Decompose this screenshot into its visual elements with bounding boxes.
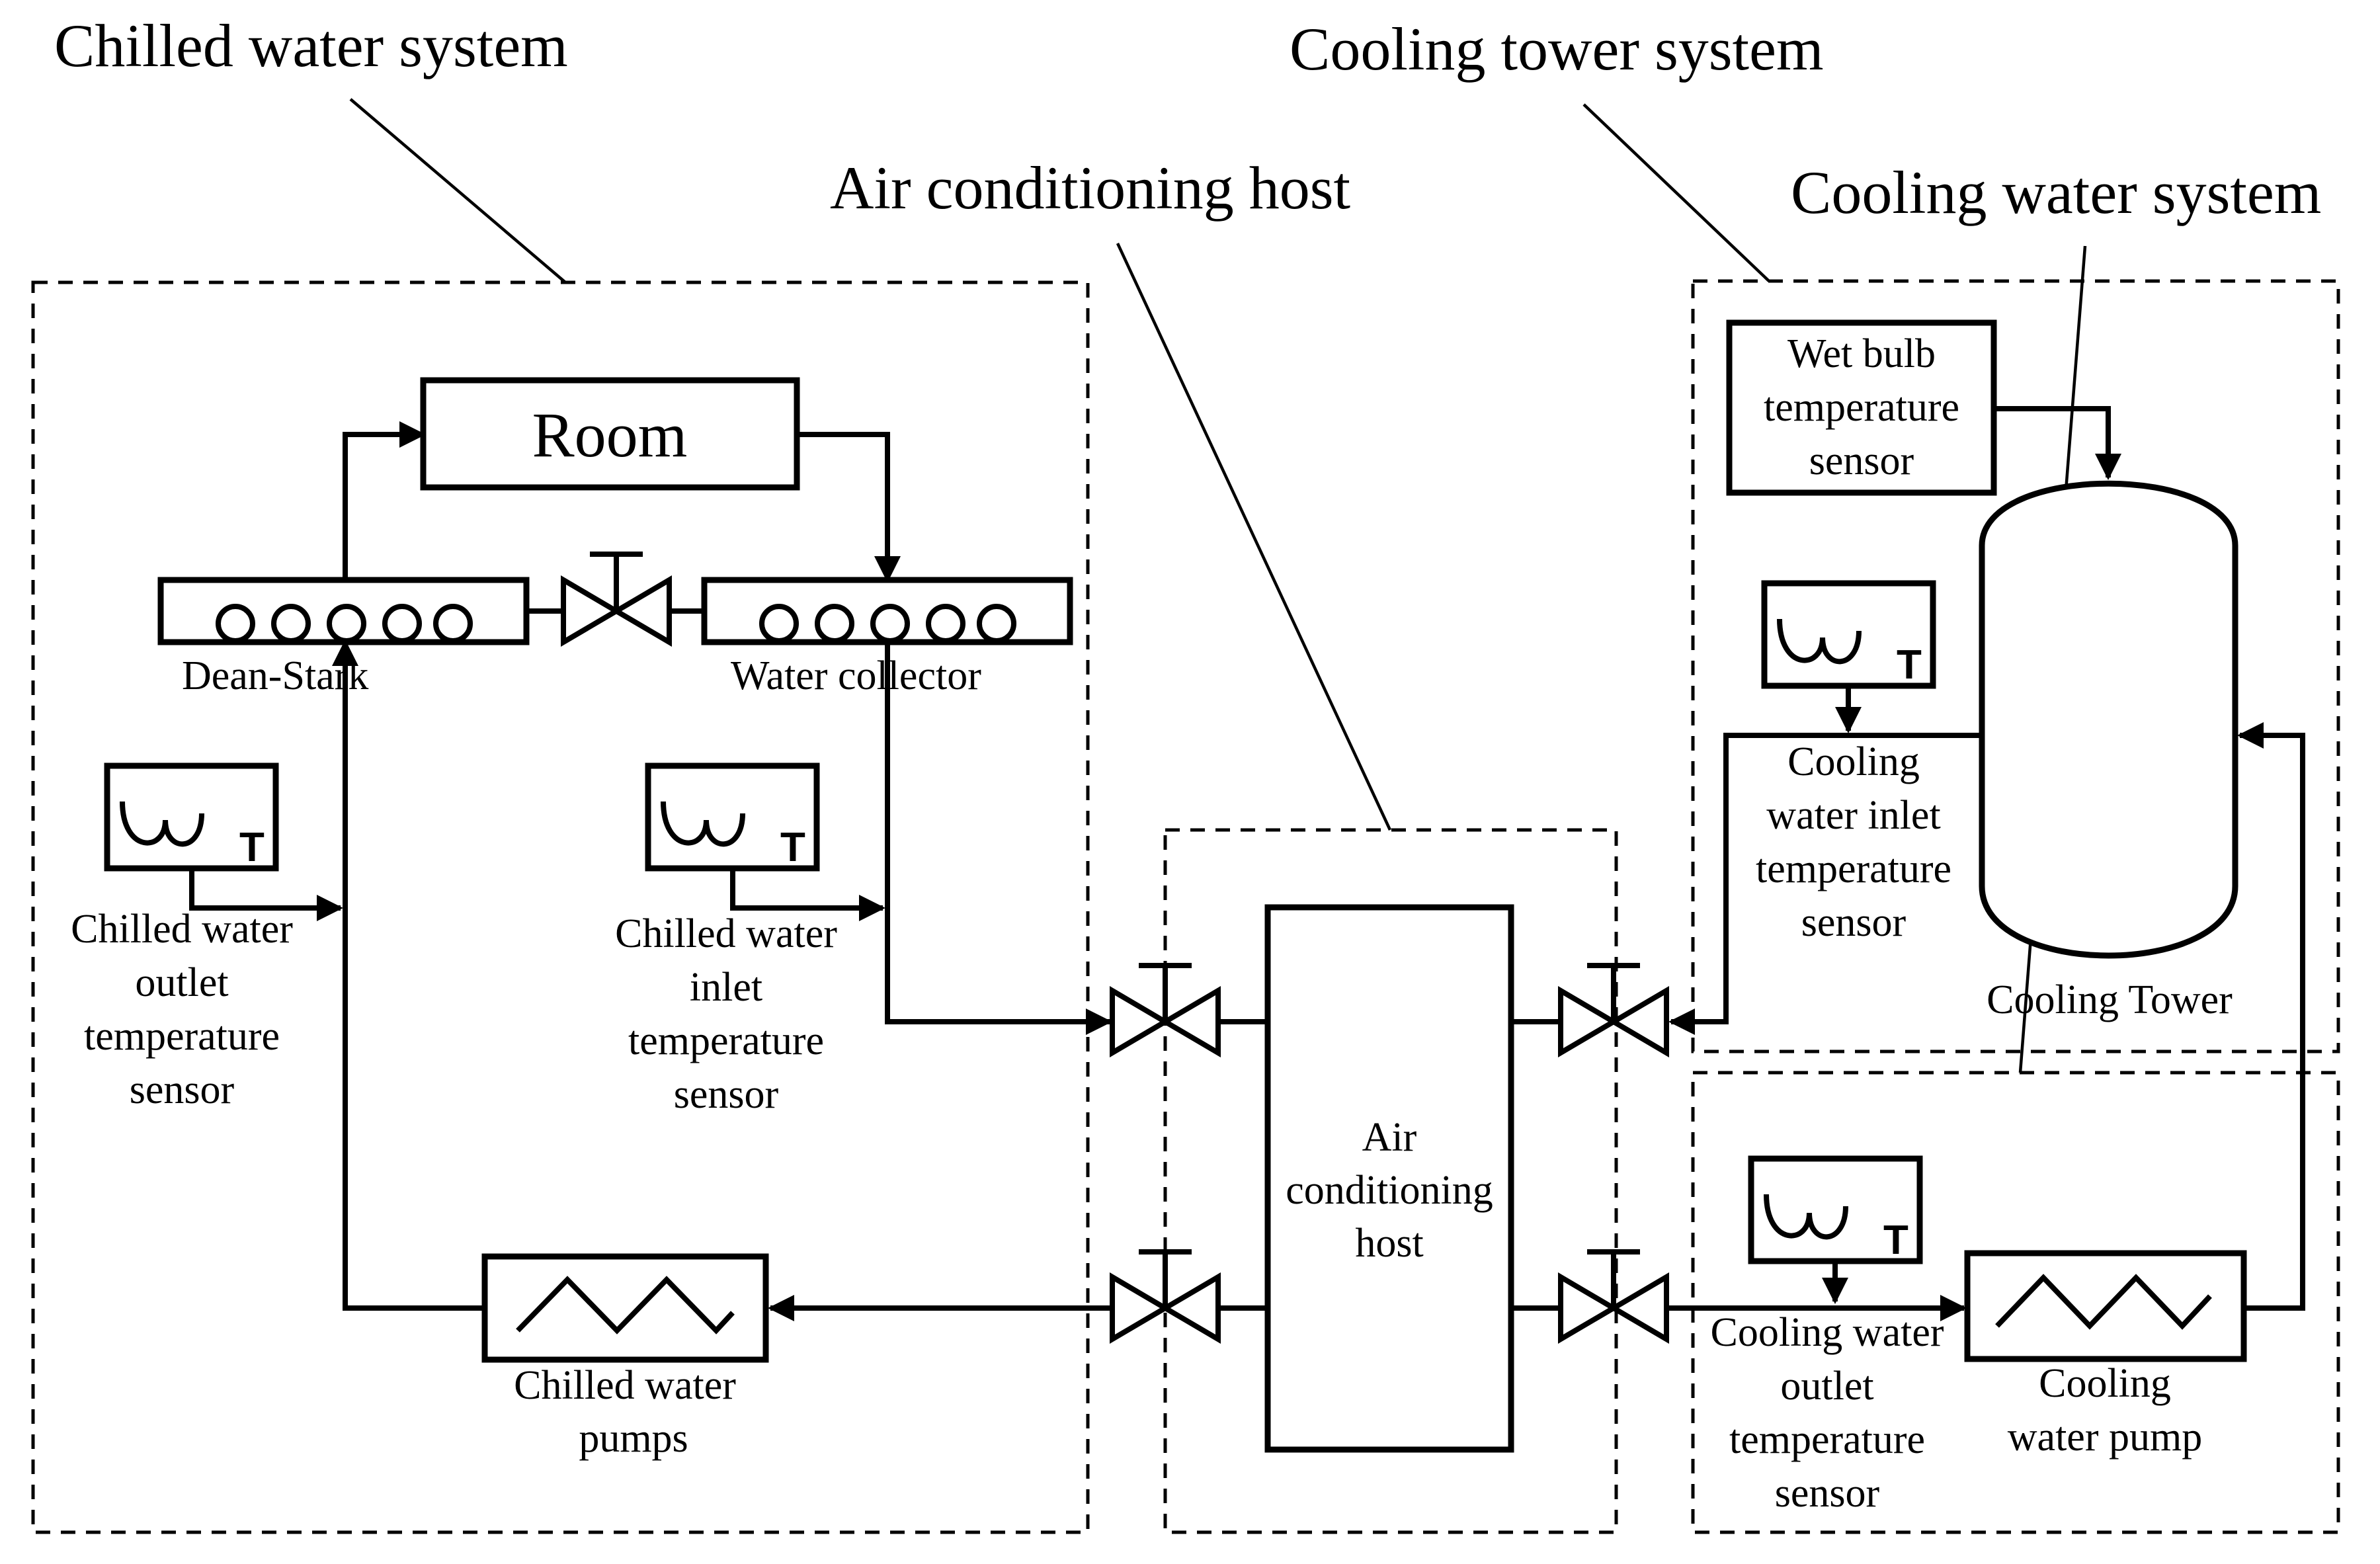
cooling-tower-label: Cooling Tower	[1987, 977, 2233, 1022]
dean-stark-coils	[216, 604, 473, 643]
chilled-water-pumps-label-2: pumps	[579, 1416, 688, 1461]
pipe-cooling-pump-to-tower	[2237, 722, 2305, 1311]
water-collector-label: Water collector	[731, 653, 981, 698]
chilled-water-system-title: Chilled water system	[54, 12, 568, 79]
pipe-chilled-pumps-to-distributor	[332, 639, 485, 1311]
pipe-collector-to-host	[885, 642, 1112, 1035]
wet-bulb-to-tower-line	[1994, 406, 2121, 480]
svg-text:temperature: temperature	[1756, 846, 1951, 891]
cooling-inlet-sensor-t: T	[1897, 642, 1922, 688]
bypass-valve	[526, 552, 704, 647]
air-conditioning-host-box	[1264, 904, 1514, 1453]
host-chilled-inlet-valve	[1110, 963, 1268, 1057]
host-chilled-outlet-valve	[1110, 1249, 1268, 1344]
cooling-inlet-sensor-label: Cooling water inlet temperature sensor	[1756, 739, 1951, 945]
cooling-inlet-sensor: T	[1761, 580, 1936, 733]
cooling-outlet-sensor-label: Cooling water outlet temperature sensor	[1711, 1310, 1944, 1516]
host-label-1: Air	[1362, 1115, 1417, 1160]
cooling-water-pump-label-2: water pump	[2008, 1415, 2202, 1460]
svg-text:sensor: sensor	[674, 1072, 779, 1117]
wet-bulb-sensor-box	[1726, 319, 1997, 496]
chilled-water-system-leader	[349, 98, 567, 284]
chilled-inlet-sensor: T	[645, 762, 885, 921]
cooling-tower-body	[1979, 480, 2238, 959]
svg-text:sensor: sensor	[1801, 900, 1907, 945]
svg-text:Cooling water: Cooling water	[1711, 1310, 1944, 1355]
svg-text:Chilled water: Chilled water	[71, 907, 293, 952]
chilled-inlet-sensor-t: T	[780, 825, 805, 870]
host-cooling-inlet-valve	[1511, 963, 1669, 1057]
svg-text:Chilled water: Chilled water	[615, 911, 837, 956]
svg-text:temperature: temperature	[84, 1014, 280, 1059]
air-conditioning-host-leader	[1116, 243, 1392, 831]
water-collector-box	[701, 577, 1073, 645]
dean-stark-box	[157, 577, 530, 645]
cooling-outlet-sensor: T	[1748, 1155, 1923, 1304]
chilled-outlet-sensor-label: Chilled water outlet temperature sensor	[71, 907, 293, 1112]
cooling-water-pump-label-1: Cooling	[2039, 1361, 2171, 1406]
dean-stark-label: Dean-Stark	[182, 653, 368, 698]
cooling-water-pump-zigzag	[1995, 1274, 2212, 1330]
svg-text:temperature: temperature	[1729, 1417, 1925, 1462]
chilled-water-pumps-box	[481, 1253, 769, 1363]
host-label-3: host	[1355, 1221, 1423, 1266]
svg-text:temperature: temperature	[1764, 385, 1959, 430]
svg-text:temperature: temperature	[628, 1018, 824, 1063]
chilled-water-system-boundary	[31, 280, 1090, 1534]
room-label: Room	[532, 399, 688, 470]
wet-bulb-sensor-label: Wet bulb temperature sensor	[1764, 331, 1959, 483]
cooling-tower-system-leader	[1582, 103, 1770, 282]
water-collector-coils	[759, 604, 1016, 643]
cooling-tower-system-title: Cooling tower system	[1290, 15, 1824, 83]
chilled-inlet-sensor-label: Chilled water inlet temperature sensor	[615, 911, 837, 1117]
pipe-room-to-collector	[797, 432, 901, 583]
chilled-water-pumps-label-1: Chilled water	[514, 1363, 736, 1408]
svg-text:sensor: sensor	[1809, 438, 1914, 483]
air-conditioning-host-title: Air conditioning host	[830, 154, 1351, 222]
svg-text:sensor: sensor	[1775, 1471, 1880, 1516]
cooling-water-system-title: Cooling water system	[1791, 159, 2321, 226]
chilled-water-pumps-zigzag	[516, 1276, 735, 1335]
svg-text:inlet: inlet	[690, 965, 762, 1010]
svg-text:Wet bulb: Wet bulb	[1787, 331, 1936, 376]
pipe-tower-to-host	[1668, 733, 1982, 1035]
host-label-2: conditioning	[1286, 1168, 1493, 1213]
cooling-tower-system-boundary	[1691, 279, 2340, 1053]
pipe-distributor-to-room	[343, 421, 426, 580]
host-cooling-outlet-valve	[1511, 1249, 1669, 1344]
svg-text:sensor: sensor	[130, 1067, 235, 1112]
svg-text:outlet: outlet	[1780, 1364, 1873, 1409]
chilled-outlet-sensor-t: T	[239, 825, 265, 870]
cooling-outlet-sensor-t: T	[1883, 1217, 1908, 1263]
svg-text:Cooling: Cooling	[1787, 739, 1920, 784]
chilled-outlet-sensor: T	[104, 762, 343, 921]
svg-text:water inlet: water inlet	[1766, 793, 1940, 838]
svg-text:outlet: outlet	[135, 960, 228, 1005]
